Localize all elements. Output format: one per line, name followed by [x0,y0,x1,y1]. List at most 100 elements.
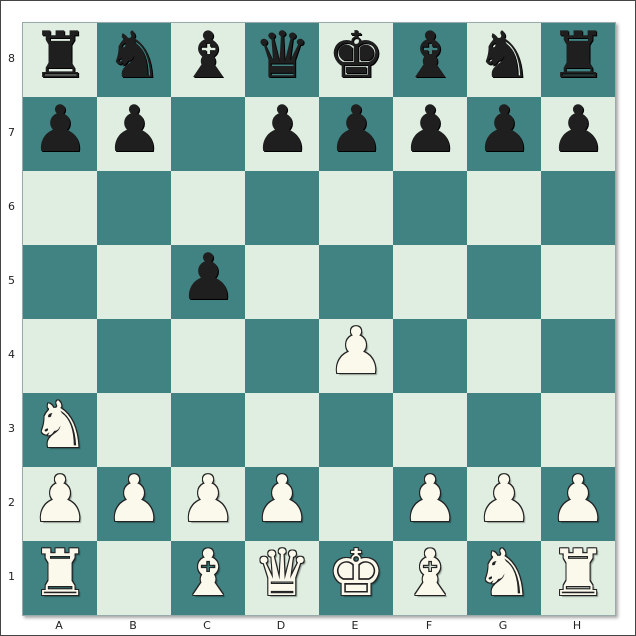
square-e3[interactable] [319,393,393,467]
square-e7[interactable]: ♟ [319,93,393,171]
square-c8[interactable]: ♝ [171,19,245,97]
square-e6[interactable] [319,171,393,245]
square-a6[interactable] [23,171,97,245]
square-c2[interactable]: ♟ [171,463,245,541]
white-pawn-piece[interactable]: ♟ [105,463,163,537]
white-pawn-piece[interactable]: ♟ [31,463,89,537]
square-h5[interactable] [541,245,615,319]
white-king-piece[interactable]: ♚ [327,537,385,611]
square-b2[interactable]: ♟ [97,463,171,541]
black-pawn-piece[interactable]: ♟ [549,93,607,167]
square-b5[interactable] [97,245,171,319]
square-d8[interactable]: ♛ [245,19,319,97]
square-d1[interactable]: ♛ [245,537,319,615]
square-f3[interactable] [393,393,467,467]
white-bishop-piece[interactable]: ♝ [401,537,459,611]
square-e2[interactable] [319,467,393,541]
square-d7[interactable]: ♟ [245,93,319,171]
file-label-f: F [425,619,433,632]
square-a2[interactable]: ♟ [23,463,97,541]
square-e8[interactable]: ♚ [319,19,393,97]
square-g5[interactable] [467,245,541,319]
white-queen-piece[interactable]: ♛ [253,537,311,611]
square-c5[interactable]: ♟ [171,241,245,319]
square-g7[interactable]: ♟ [467,93,541,171]
black-pawn-piece[interactable]: ♟ [31,93,89,167]
square-b8[interactable]: ♞ [97,19,171,97]
square-d5[interactable] [245,245,319,319]
square-a8[interactable]: ♜ [23,19,97,97]
black-knight-piece[interactable]: ♞ [475,19,533,93]
black-pawn-piece[interactable]: ♟ [327,93,385,167]
square-f1[interactable]: ♝ [393,537,467,615]
square-g4[interactable] [467,319,541,393]
white-pawn-piece[interactable]: ♟ [475,463,533,537]
black-pawn-piece[interactable]: ♟ [179,241,237,315]
square-c7[interactable] [171,97,245,171]
square-b7[interactable]: ♟ [97,93,171,171]
square-a7[interactable]: ♟ [23,93,97,171]
square-a1[interactable]: ♜ [23,537,97,615]
black-rook-piece[interactable]: ♜ [31,19,89,93]
square-f2[interactable]: ♟ [393,463,467,541]
square-a5[interactable] [23,245,97,319]
black-bishop-piece[interactable]: ♝ [179,19,237,93]
square-g1[interactable]: ♞ [467,537,541,615]
black-pawn-piece[interactable]: ♟ [401,93,459,167]
square-g3[interactable] [467,393,541,467]
square-f5[interactable] [393,245,467,319]
square-d3[interactable] [245,393,319,467]
file-label-e: E [351,619,359,632]
square-h8[interactable]: ♜ [541,19,615,97]
square-e4[interactable]: ♟ [319,315,393,393]
black-pawn-piece[interactable]: ♟ [253,93,311,167]
square-h2[interactable]: ♟ [541,463,615,541]
square-e5[interactable] [319,245,393,319]
square-f6[interactable] [393,171,467,245]
white-pawn-piece[interactable]: ♟ [549,463,607,537]
square-f4[interactable] [393,319,467,393]
black-queen-piece[interactable]: ♛ [253,19,311,93]
black-rook-piece[interactable]: ♜ [549,19,607,93]
white-pawn-piece[interactable]: ♟ [401,463,459,537]
square-a3[interactable]: ♞ [23,389,97,467]
white-knight-piece[interactable]: ♞ [475,537,533,611]
square-b4[interactable] [97,319,171,393]
file-label-d: D [276,619,286,632]
square-g8[interactable]: ♞ [467,19,541,97]
square-h4[interactable] [541,319,615,393]
square-c1[interactable]: ♝ [171,537,245,615]
black-pawn-piece[interactable]: ♟ [475,93,533,167]
square-h7[interactable]: ♟ [541,93,615,171]
white-pawn-piece[interactable]: ♟ [253,463,311,537]
black-pawn-piece[interactable]: ♟ [105,93,163,167]
white-pawn-piece[interactable]: ♟ [179,463,237,537]
square-d6[interactable] [245,171,319,245]
square-g2[interactable]: ♟ [467,463,541,541]
white-bishop-piece[interactable]: ♝ [179,537,237,611]
black-knight-piece[interactable]: ♞ [105,19,163,93]
white-rook-piece[interactable]: ♜ [31,537,89,611]
square-d4[interactable] [245,319,319,393]
white-knight-piece[interactable]: ♞ [31,389,89,463]
square-f7[interactable]: ♟ [393,93,467,171]
square-h6[interactable] [541,171,615,245]
square-c3[interactable] [171,393,245,467]
file-label-c: C [203,619,211,632]
square-g6[interactable] [467,171,541,245]
square-b3[interactable] [97,393,171,467]
square-d2[interactable]: ♟ [245,463,319,541]
square-e1[interactable]: ♚ [319,537,393,615]
square-b1[interactable] [97,541,171,615]
square-b6[interactable] [97,171,171,245]
square-c4[interactable] [171,319,245,393]
white-pawn-piece[interactable]: ♟ [327,315,385,389]
square-h1[interactable]: ♜ [541,537,615,615]
square-a4[interactable] [23,319,97,393]
black-king-piece[interactable]: ♚ [327,19,385,93]
white-rook-piece[interactable]: ♜ [549,537,607,611]
square-h3[interactable] [541,393,615,467]
black-bishop-piece[interactable]: ♝ [401,19,459,93]
square-c6[interactable] [171,171,245,245]
square-f8[interactable]: ♝ [393,19,467,97]
